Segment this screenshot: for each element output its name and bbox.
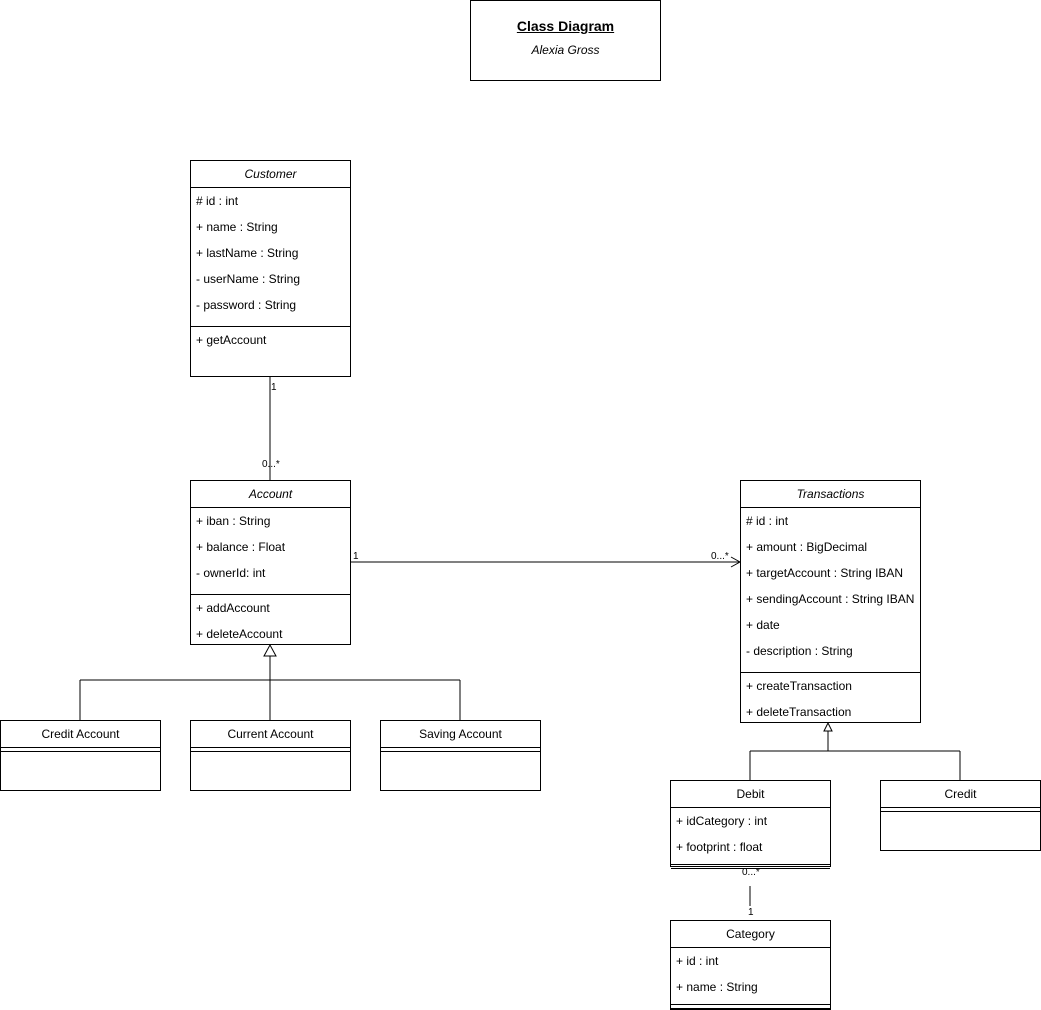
method: + addAccount — [196, 601, 270, 615]
empty-compartment-divider — [671, 864, 830, 869]
class-current-account[interactable]: Current Account — [190, 720, 351, 791]
attribute: - password : String — [196, 298, 297, 312]
class-transactions[interactable]: Transactions # id : int + amount : BigDe… — [740, 480, 921, 723]
class-name: Debit — [671, 781, 830, 808]
methods-section: + getAccount — [191, 327, 350, 353]
multiplicity-account-side: 1 — [353, 551, 359, 562]
class-credit-account[interactable]: Credit Account — [0, 720, 161, 791]
class-name: Saving Account — [419, 727, 502, 741]
attribute: - description : String — [746, 644, 853, 658]
empty-compartment-divider — [1, 747, 160, 752]
class-name: Customer — [191, 161, 350, 188]
class-customer[interactable]: Customer # id : int + name : String + la… — [190, 160, 351, 377]
multiplicity-transactions-side: 0...* — [711, 551, 729, 562]
attribute: + idCategory : int — [676, 814, 768, 828]
multiplicity-account: 0...* — [262, 459, 280, 470]
methods-section: + createTransaction + deleteTransaction — [741, 673, 920, 725]
class-name: Credit — [944, 787, 977, 801]
methods-section: + addAccount + deleteAccount — [191, 595, 350, 647]
attribute: + name : String — [196, 220, 278, 234]
attribute: - userName : String — [196, 272, 301, 286]
class-debit[interactable]: Debit + idCategory : int + footprint : f… — [670, 780, 831, 869]
attribute: + id : int — [676, 954, 719, 968]
class-category[interactable]: Category + id : int + name : String — [670, 920, 831, 1010]
attribute: + balance : Float — [196, 540, 286, 554]
attribute: + lastName : String — [196, 246, 299, 260]
diagram-title: Class Diagram — [516, 18, 615, 34]
attribute: - ownerId: int — [196, 566, 266, 580]
class-saving-account[interactable]: Saving Account — [380, 720, 541, 791]
class-name: Transactions — [741, 481, 920, 508]
diagram-title-box: Class Diagram Alexia Gross — [470, 0, 661, 81]
attribute: + sendingAccount : String IBAN — [746, 592, 915, 606]
class-name: Credit Account — [41, 727, 120, 741]
class-account[interactable]: Account + iban : String + balance : Floa… — [190, 480, 351, 645]
attributes-section: # id : int + name : String + lastName : … — [191, 188, 350, 327]
method: + createTransaction — [746, 679, 852, 693]
attributes-section: + id : int + name : String — [671, 948, 830, 1000]
attribute: + targetAccount : String IBAN — [746, 566, 904, 580]
attribute: + amount : BigDecimal — [746, 540, 868, 554]
attribute: # id : int — [746, 514, 789, 528]
method: + deleteAccount — [196, 627, 283, 641]
attributes-section: # id : int + amount : BigDecimal + targe… — [741, 508, 920, 673]
attribute: + iban : String — [196, 514, 271, 528]
multiplicity-category: 1 — [748, 907, 754, 918]
attribute: # id : int — [196, 194, 239, 208]
class-credit[interactable]: Credit — [880, 780, 1041, 851]
empty-compartment-divider — [881, 807, 1040, 812]
multiplicity-debit: 0...* — [742, 867, 760, 878]
method: + deleteTransaction — [746, 705, 852, 719]
empty-compartment-divider — [191, 747, 350, 752]
class-name: Category — [671, 921, 830, 948]
class-name: Account — [191, 481, 350, 508]
attribute: + date — [746, 618, 780, 632]
method: + getAccount — [196, 333, 267, 347]
multiplicity-customer: 1 — [271, 382, 277, 393]
attributes-section: + iban : String + balance : Float - owne… — [191, 508, 350, 595]
attribute: + footprint : float — [676, 840, 763, 854]
class-name: Current Account — [227, 727, 314, 741]
attributes-section: + idCategory : int + footprint : float — [671, 808, 830, 860]
empty-compartment-divider — [381, 747, 540, 752]
attribute: + name : String — [676, 980, 758, 994]
diagram-author: Alexia Gross — [531, 43, 600, 57]
